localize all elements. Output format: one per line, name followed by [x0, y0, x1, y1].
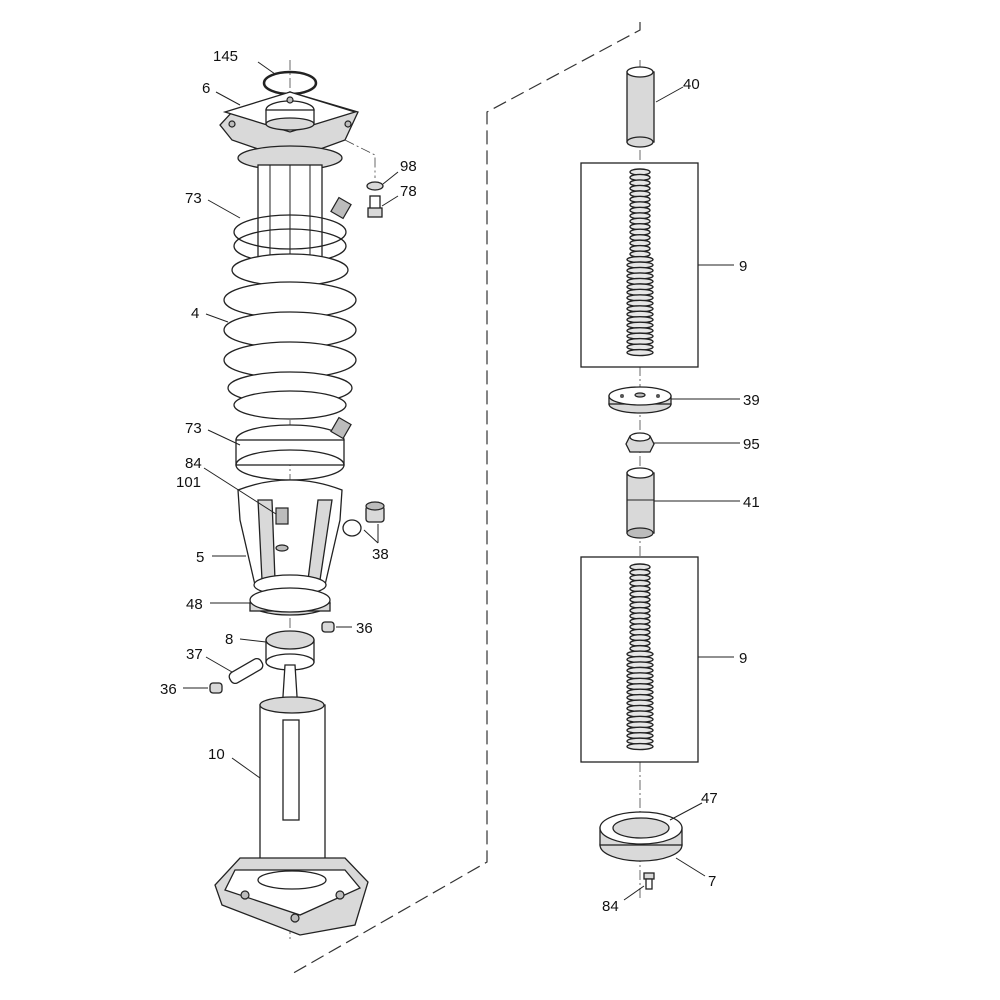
- part-73-clamp-band-lower: [235, 416, 352, 481]
- callout-8: 8: [225, 631, 233, 648]
- part-9-spring-upper: [626, 168, 654, 357]
- callout-36-right: 36: [356, 620, 373, 637]
- part-36-set-screw-left: [209, 682, 223, 694]
- callout-101: 101: [176, 474, 201, 491]
- part-38-plug: [342, 501, 385, 537]
- part-48-flange: [249, 587, 331, 616]
- callout-7: 7: [708, 873, 716, 890]
- callout-9-upper: 9: [739, 258, 747, 275]
- part-98-washer: [366, 181, 384, 191]
- part-6-top-plate: [219, 91, 359, 171]
- callout-5: 5: [196, 549, 204, 566]
- callout-73-lower: 73: [185, 420, 202, 437]
- part-5-housing: [237, 479, 343, 596]
- spring-coil: [626, 742, 654, 751]
- callout-98: 98: [400, 158, 417, 175]
- part-9-spring-lower: [626, 563, 654, 751]
- leader-lines: [183, 61, 740, 901]
- part-4-bellows: [223, 253, 357, 420]
- callout-9-lower: 9: [739, 650, 747, 667]
- part-84-screw: [643, 872, 655, 890]
- callout-37: 37: [186, 646, 203, 663]
- callout-73-upper: 73: [185, 190, 202, 207]
- part-36-set-screw-right: [321, 621, 335, 633]
- callout-95: 95: [743, 436, 760, 453]
- part-40-sleeve: [626, 66, 655, 148]
- part-37-pin: [228, 657, 264, 685]
- callout-10: 10: [208, 746, 225, 763]
- part-39-disc: [608, 386, 672, 414]
- callout-40: 40: [683, 76, 700, 93]
- callout-4: 4: [191, 305, 199, 322]
- callout-84-right: 84: [602, 898, 619, 915]
- callout-labels: 145 6 98 78 73 4 73 84 101 5 38 48 8 36 …: [160, 48, 760, 915]
- base-plate: [214, 857, 369, 936]
- callout-39: 39: [743, 392, 760, 409]
- callout-41: 41: [743, 494, 760, 511]
- callout-84-left: 84: [185, 455, 202, 472]
- part-10-cylinder: [259, 696, 326, 886]
- callout-38: 38: [372, 546, 389, 563]
- part-78-bolt: [367, 195, 383, 218]
- callout-145: 145: [213, 48, 238, 65]
- callout-47: 47: [701, 790, 718, 807]
- callout-78: 78: [400, 183, 417, 200]
- spring-coil: [626, 348, 654, 357]
- callout-48: 48: [186, 596, 203, 613]
- group-boundary: [289, 22, 641, 976]
- part-41-adapter: [626, 467, 655, 539]
- part-7-ring: [599, 811, 683, 862]
- callout-6: 6: [202, 80, 210, 97]
- part-95-nut: [625, 432, 655, 453]
- callout-36-left: 36: [160, 681, 177, 698]
